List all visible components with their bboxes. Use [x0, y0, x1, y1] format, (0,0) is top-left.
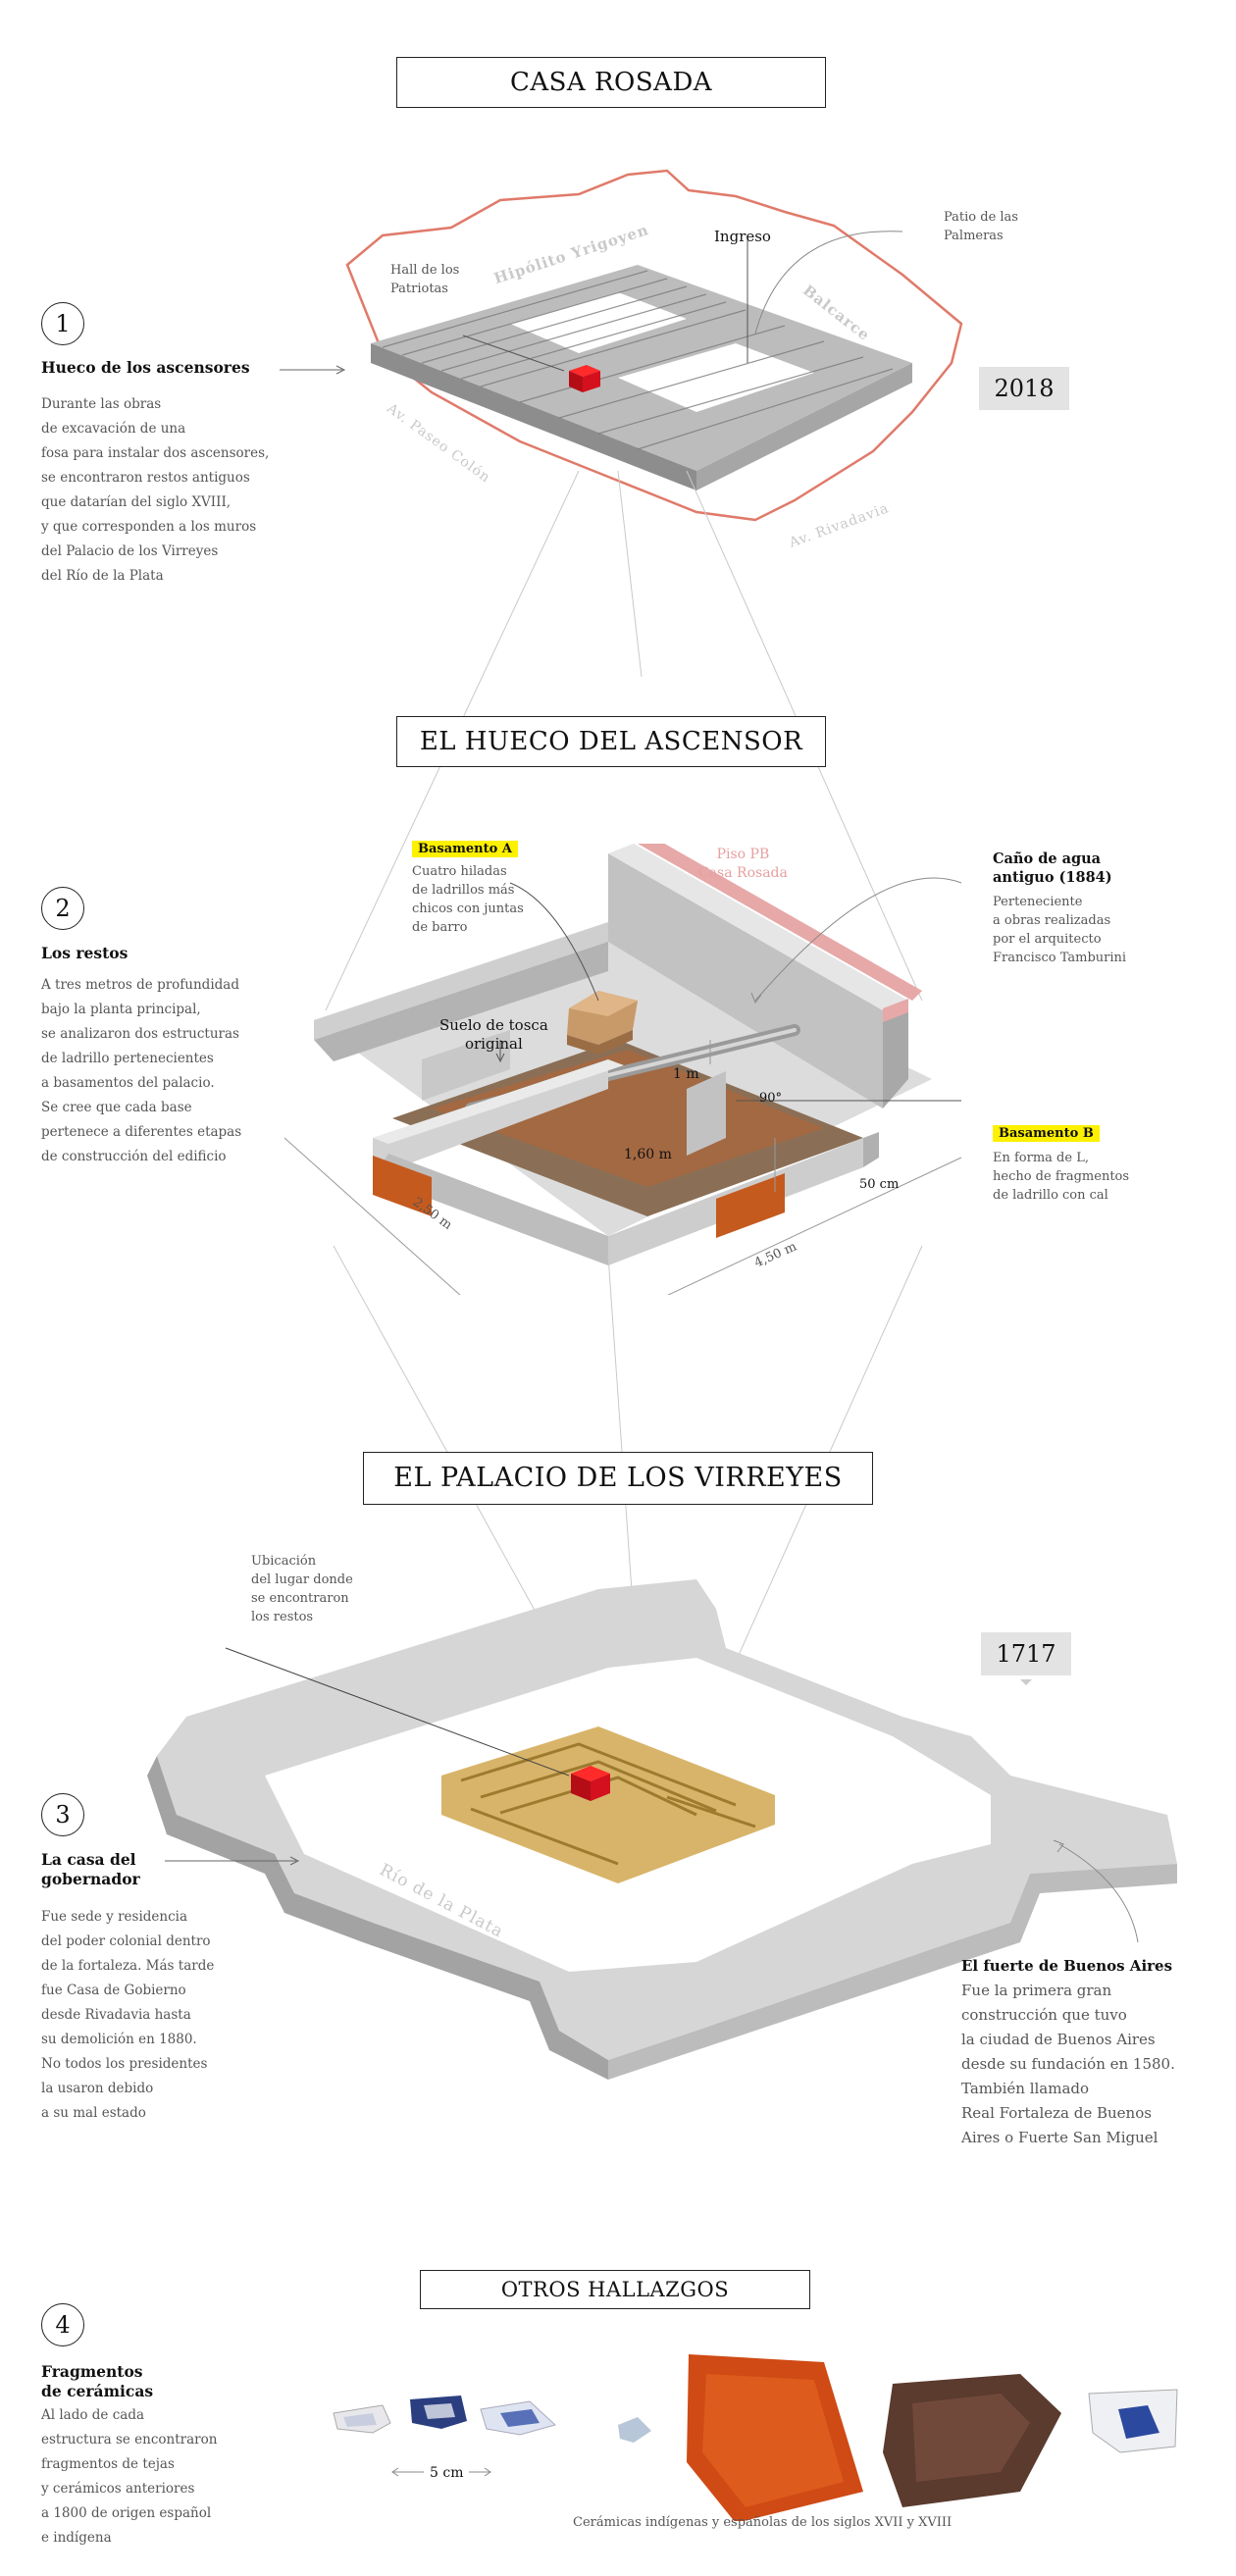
dim-160m: 1,60 m — [624, 1147, 672, 1162]
elevator-pit-diagram — [283, 844, 962, 1295]
building-walls — [371, 343, 696, 490]
label-basamento-b: Basamento B En forma de L, hecho de frag… — [993, 1125, 1130, 1203]
block-outline — [345, 169, 963, 522]
ceramic-fragments — [333, 2354, 1178, 2521]
title-hueco-ascensor: EL HUECO DEL ASCENSOR — [396, 716, 826, 767]
title-casa-rosada: CASA ROSADA — [396, 57, 826, 108]
label-ingreso: Ingreso — [714, 228, 771, 245]
brick-face-left — [373, 1156, 432, 1216]
arrow-to-fort — [165, 1856, 300, 1866]
step-number-4: 4 — [41, 2303, 84, 2346]
year-1717: 1717 — [981, 1632, 1071, 1675]
fragments-caption: Cerámicas indígenas y españolas de los s… — [573, 2515, 953, 2530]
foundations — [441, 1726, 775, 1883]
remains-marker — [571, 1766, 610, 1801]
text-fuerte-buenos-aires: El fuerte de Buenos Aires Fue la primera… — [961, 1957, 1175, 2146]
basamento-b-tag: Basamento B — [993, 1125, 1100, 1142]
year-1717-pointer — [1020, 1679, 1032, 1685]
step-number-2: 2 — [41, 887, 84, 930]
label-basamento-a: Basamento A Cuatro hiladas de ladrillos … — [412, 841, 524, 935]
dim-1m: 1 m — [673, 1066, 699, 1082]
step-number-1: 1 — [41, 302, 84, 345]
label-cano-agua: Caño de agua antiguo (1884) Pertenecient… — [993, 850, 1127, 965]
year-2018: 2018 — [979, 367, 1069, 410]
title-otros-hallazgos: OTROS HALLAZGOS — [420, 2270, 810, 2309]
heading-hueco-ascensores: Hueco de los ascensores — [41, 358, 250, 377]
elevator-marker — [569, 365, 600, 392]
shard-dark-large — [883, 2374, 1061, 2507]
building-roofs — [371, 265, 912, 471]
heading-los-restos: Los restos — [41, 944, 129, 962]
fort-diagram — [147, 1579, 1177, 2080]
shard-small-blue — [618, 2417, 651, 2443]
shard-blue-2 — [480, 2400, 556, 2436]
basamento-a-bricks — [567, 991, 638, 1055]
basamento-a-tag: Basamento A — [412, 841, 518, 857]
brick-face-right — [716, 1173, 785, 1238]
shard-white-blue — [1088, 2389, 1178, 2453]
arrow-to-map — [280, 365, 346, 375]
dim-90deg: 90° — [759, 1091, 783, 1106]
step-number-3: 3 — [41, 1793, 84, 1836]
shard-white-1 — [333, 2404, 391, 2434]
title-palacio-virreyes: EL PALACIO DE LOS VIRREYES — [363, 1452, 873, 1505]
shard-blue-1 — [410, 2396, 467, 2429]
dim-50cm: 50 cm — [859, 1177, 900, 1192]
shard-red-large — [687, 2354, 863, 2521]
scale-label: 5 cm — [424, 2464, 470, 2483]
casa-rosada-map — [345, 169, 963, 522]
